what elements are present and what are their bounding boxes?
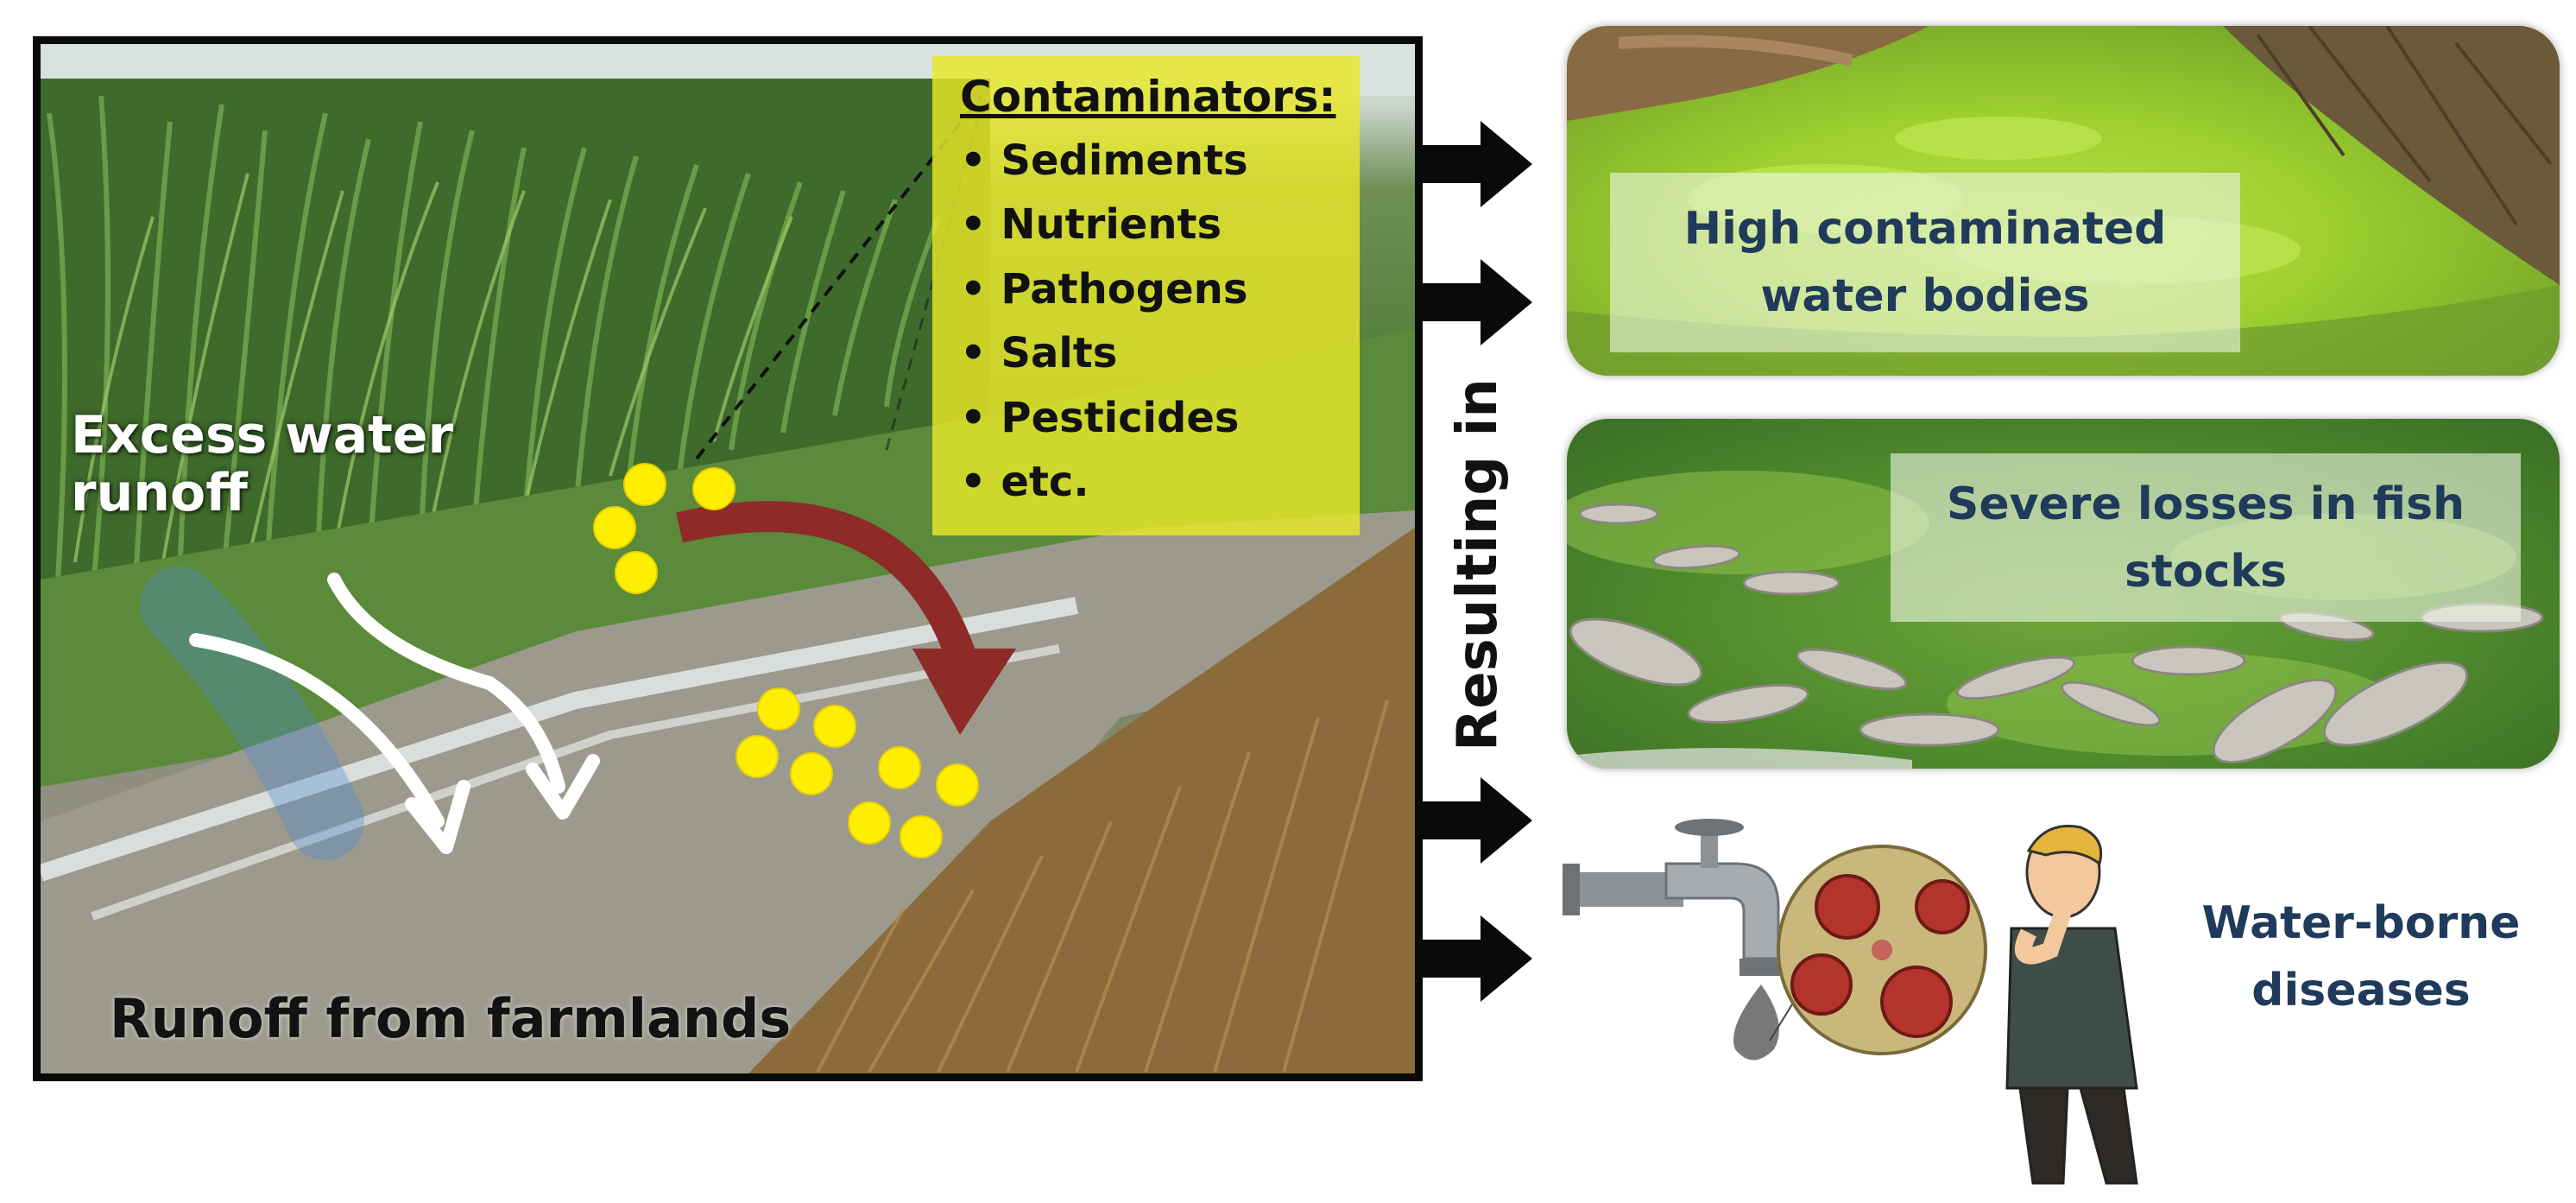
contaminator-item: Pathogens (951, 257, 1341, 321)
disease-illustration (1563, 819, 2138, 1185)
outcome-label: Severe losses in fish stocks (1946, 478, 2466, 598)
outcome-caption-waterborne-diseases: Water-borne diseases (2201, 897, 2521, 1016)
fish-icon (1569, 503, 2544, 764)
water-drop-icon (1733, 985, 1779, 1061)
contaminator-item: Nutrients (951, 193, 1341, 256)
arrow-right-icon (1420, 915, 1532, 1002)
runoff-arrow-icon (189, 573, 600, 854)
outcome-caption-fish-losses: Severe losses in fish stocks (1891, 453, 2521, 622)
water-channel (41, 510, 1415, 1073)
contaminant-particles (593, 463, 979, 858)
contaminator-item: Salts (951, 321, 1341, 385)
dry-grass-bank (748, 528, 1415, 1073)
arrow-right-icon (1420, 121, 1532, 207)
excess-water-label: Excess water runoff (71, 405, 454, 524)
sick-person-icon (2005, 825, 2138, 1185)
faucet-icon (1563, 819, 1783, 976)
transport-arrow-icon (675, 501, 1016, 735)
contaminators-list: Sediments Nutrients Pathogens Salts Pest… (951, 129, 1341, 514)
arrow-right-icon (1420, 259, 1532, 345)
farm-scene (41, 44, 1415, 1073)
contaminator-item: etc. (951, 450, 1341, 514)
pathogen-magnified-icon (1777, 845, 1987, 1055)
contaminators-title: Contaminators: (960, 72, 1336, 122)
contaminators-box: Contaminators: Sediments Nutrients Patho… (932, 56, 1360, 535)
runoff-farmlands-label: Runoff from farmlands (110, 987, 792, 1050)
contaminator-item: Pesticides (951, 386, 1341, 450)
contaminator-item: Sediments (951, 129, 1341, 193)
outcome-label: High contaminated water bodies (1683, 203, 2167, 322)
outcome-caption-contaminated-water: High contaminated water bodies (1610, 173, 2240, 352)
arrow-right-icon (1420, 777, 1532, 864)
resulting-in-label: Resulting in (1446, 378, 1510, 751)
